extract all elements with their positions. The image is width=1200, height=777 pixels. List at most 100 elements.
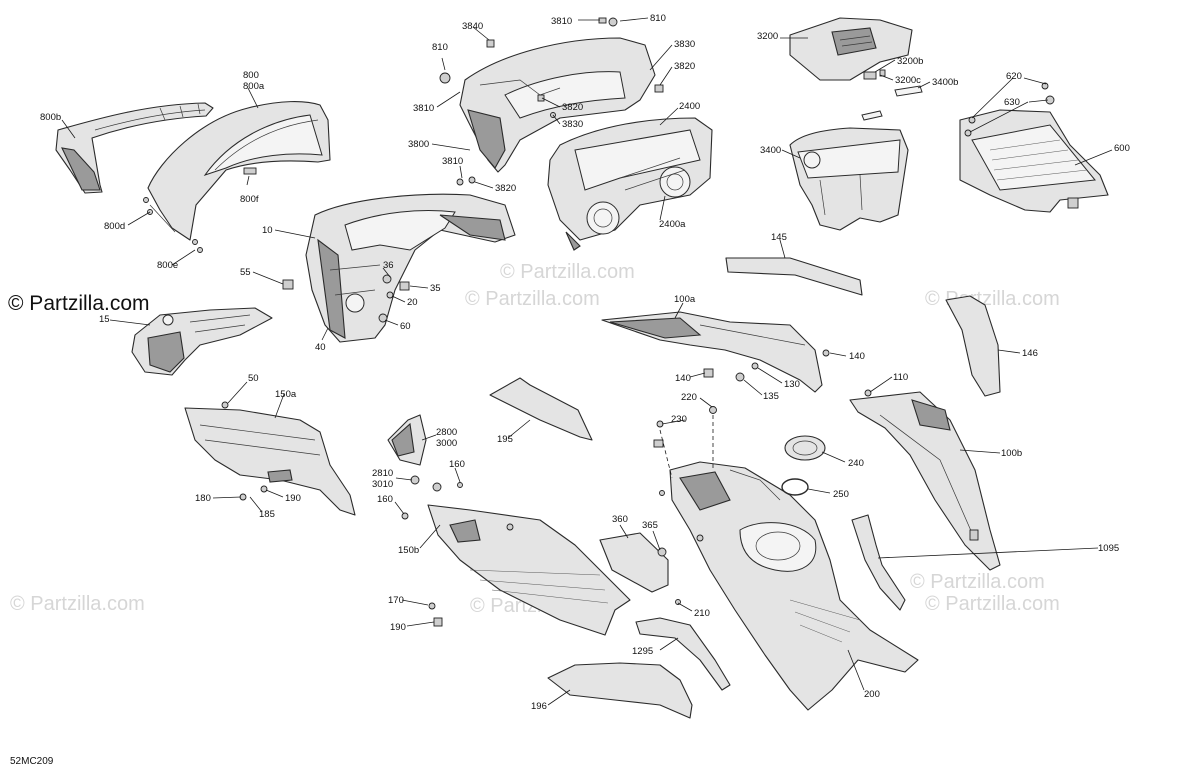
callout-110: 110 <box>893 372 908 383</box>
callout-3000: 3000 <box>436 438 457 449</box>
callout-15: 15 <box>99 314 110 325</box>
callout-20: 20 <box>407 297 418 308</box>
callout-3810: 3810 <box>551 16 572 27</box>
part-360-cover <box>599 532 669 593</box>
part-145-trim-strip <box>725 257 863 296</box>
callout-630: 630 <box>1004 97 1020 108</box>
callout-2810: 2810 <box>372 468 393 479</box>
callout-220: 220 <box>681 392 697 403</box>
callout-35: 35 <box>430 283 441 294</box>
callout-36: 36 <box>383 260 394 271</box>
part-3400-storage-bin <box>789 127 909 231</box>
part-100a-upper-panel <box>601 311 830 393</box>
part-195-trim <box>489 377 593 441</box>
callout-150a: 150a <box>275 389 297 400</box>
callout-160: 160 <box>377 494 393 505</box>
part-15-console <box>131 307 273 376</box>
callout-2800: 2800 <box>436 427 457 438</box>
callout-3400b: 3400b <box>932 77 958 88</box>
callout-100b: 100b <box>1001 448 1022 459</box>
part-150b-side-panel <box>427 504 631 636</box>
part-240-fuel-cap <box>784 435 826 461</box>
callout-3810: 3810 <box>413 103 434 114</box>
callout-labels: 800 800a 800b 800d 800f 800e 3840 3810 8… <box>40 13 1130 712</box>
part-3200-storage-lid <box>789 17 923 121</box>
part-600-side-panel <box>959 82 1109 213</box>
part-150a-lower-panel <box>184 401 356 516</box>
part-1095-trim <box>851 514 906 611</box>
callout-130: 130 <box>784 379 800 390</box>
callout-800a: 800a <box>243 81 265 92</box>
callout-230: 230 <box>671 414 687 425</box>
callout-3800: 3800 <box>408 139 429 150</box>
part-800-front-fairing <box>143 101 331 253</box>
callout-3820: 3820 <box>562 102 583 113</box>
callout-140: 140 <box>849 351 865 362</box>
diagram-code: 52MC209 <box>10 756 54 767</box>
callout-146: 146 <box>1022 348 1038 359</box>
callout-2400a: 2400a <box>659 219 686 230</box>
callout-3820: 3820 <box>495 183 516 194</box>
callout-196: 196 <box>531 701 547 712</box>
callout-365: 365 <box>642 520 658 531</box>
callout-800: 800 <box>243 70 259 81</box>
callout-620: 620 <box>1006 71 1022 82</box>
callout-2400: 2400 <box>679 101 700 112</box>
watermark: © Partzilla.com <box>910 571 1045 593</box>
callout-3200c: 3200c <box>895 75 921 86</box>
part-196-trim <box>547 662 693 719</box>
callout-3200: 3200 <box>757 31 778 42</box>
callout-100a: 100a <box>674 294 696 305</box>
watermark: © Partzilla.com <box>500 261 635 283</box>
part-200-main-body <box>659 461 919 711</box>
callout-55: 55 <box>240 267 251 278</box>
watermark: © Partzilla.com <box>10 593 145 615</box>
callout-180: 180 <box>195 493 211 504</box>
callout-3010: 3010 <box>372 479 393 490</box>
watermark: © Partzilla.com <box>925 593 1060 615</box>
leader-lines <box>61 17 1113 706</box>
part-1295-trim <box>635 617 731 691</box>
part-3800-upper-housing <box>439 17 664 186</box>
hardware-220-230 <box>653 406 717 448</box>
part-800b-mirror-arm <box>55 102 214 194</box>
callout-210: 210 <box>694 608 710 619</box>
callout-50: 50 <box>248 373 259 384</box>
callout-3840: 3840 <box>462 21 483 32</box>
callout-60: 60 <box>400 321 411 332</box>
callout-600: 600 <box>1114 143 1130 154</box>
callout-3400: 3400 <box>760 145 781 156</box>
watermark: © Partzilla.com <box>465 288 600 310</box>
callout-800b: 800b <box>40 112 61 123</box>
callout-190: 190 <box>285 493 301 504</box>
callout-3810: 3810 <box>442 156 463 167</box>
part-250-seal-ring <box>781 478 809 496</box>
callout-1295: 1295 <box>632 646 653 657</box>
callout-150b: 150b <box>398 545 419 556</box>
callout-800e: 800e <box>157 260 178 271</box>
callout-140: 140 <box>675 373 691 384</box>
callout-170: 170 <box>388 595 404 606</box>
part-2800-footrest <box>387 414 463 520</box>
callout-135: 135 <box>763 391 779 402</box>
callout-40: 40 <box>315 342 326 353</box>
callout-3830: 3830 <box>562 119 583 130</box>
callout-10: 10 <box>262 225 273 236</box>
callout-800d: 800d <box>104 221 125 232</box>
callout-800f: 800f <box>240 194 259 205</box>
part-10-nose-cowl <box>282 193 516 343</box>
watermark: © Partzilla.com <box>925 288 1060 310</box>
callout-3830: 3830 <box>674 39 695 50</box>
watermark-primary: © Partzilla.com <box>8 292 150 315</box>
callout-810: 810 <box>432 42 448 53</box>
callout-810: 810 <box>650 13 666 24</box>
callout-3820: 3820 <box>674 61 695 72</box>
callout-240: 240 <box>848 458 864 469</box>
part-100b-side-panel <box>849 389 1001 571</box>
part-146-side-trim <box>945 295 1001 397</box>
callout-250: 250 <box>833 489 849 500</box>
callout-3200b: 3200b <box>897 56 923 67</box>
callout-160: 160 <box>449 459 465 470</box>
callout-200: 200 <box>864 689 880 700</box>
